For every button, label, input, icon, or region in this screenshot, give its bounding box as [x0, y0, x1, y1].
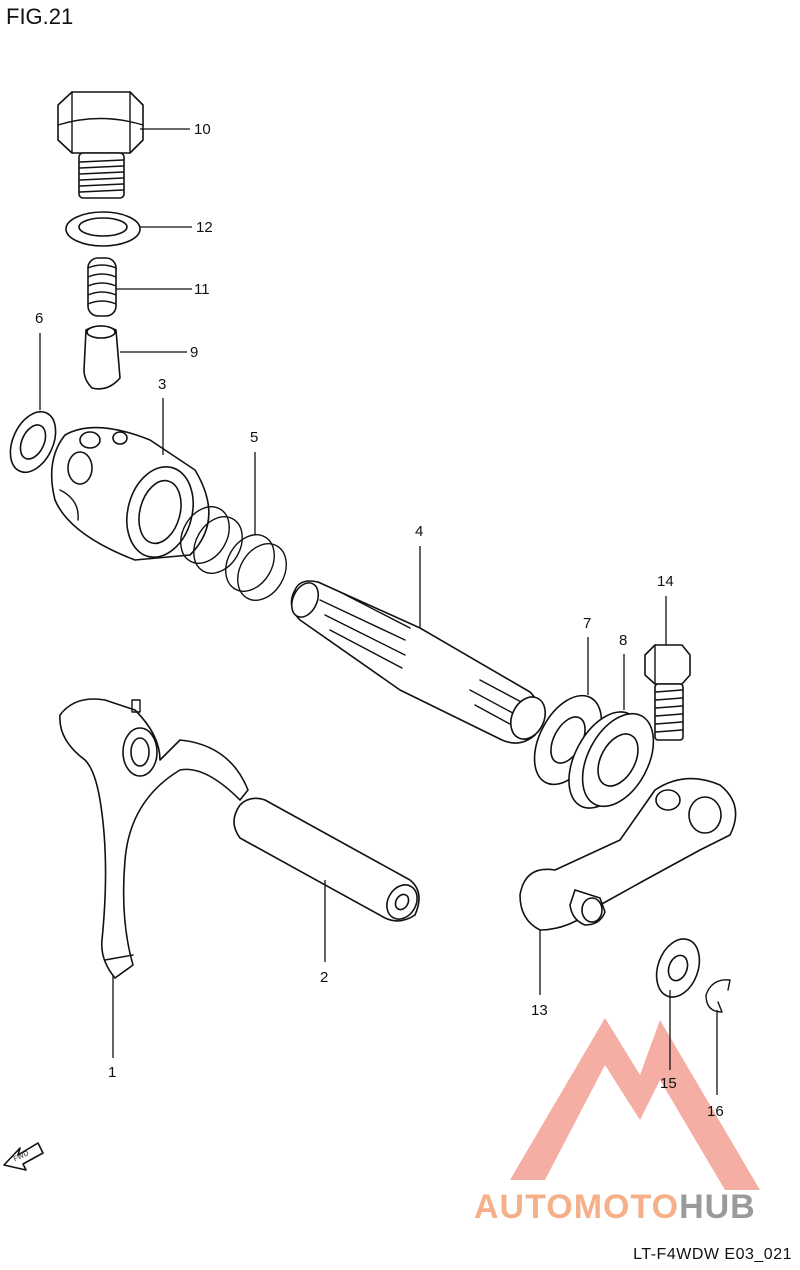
callout-9: 9: [190, 344, 198, 361]
watermark-text-a: AUTOMOTO: [474, 1188, 680, 1226]
callout-3: 3: [158, 376, 166, 393]
callout-13: 13: [531, 1002, 548, 1019]
part-11-spring: [87, 257, 117, 317]
part-6-washer: [9, 410, 57, 474]
callout-7: 7: [583, 615, 591, 632]
fwd-arrow-icon: FWD: [3, 1142, 44, 1171]
callout-8: 8: [619, 632, 627, 649]
part-3-cam: [50, 426, 210, 561]
watermark-text: AUTOMOTOHUB: [474, 1188, 756, 1227]
callout-14: 14: [657, 573, 674, 590]
callout-16: 16: [707, 1103, 724, 1120]
part-8-nut: [568, 711, 655, 809]
callout-15: 15: [660, 1075, 677, 1092]
part-16-clip: [705, 979, 731, 1013]
part-5-springs: [180, 506, 287, 601]
callout-10: 10: [194, 121, 211, 138]
leader-lines: [39, 128, 718, 1095]
part-14-bolt: [644, 644, 691, 741]
part-10-bolt: [57, 91, 144, 199]
part-1-fork: [59, 698, 249, 979]
watermark-text-b: HUB: [679, 1188, 756, 1226]
callout-2: 2: [320, 969, 328, 986]
callout-4: 4: [415, 523, 423, 540]
part-2-rod: [233, 797, 420, 922]
watermark-logo: [510, 1018, 760, 1190]
part-4-shaft: [290, 580, 547, 744]
part-13-arm: [519, 777, 737, 931]
part-9-pin: [83, 325, 121, 390]
part-12-washer: [65, 211, 141, 247]
callout-labels: 10 12 11 9 6 3 5 4 14 7 8 2 1 13 15 16: [35, 121, 724, 1120]
callout-6: 6: [35, 310, 43, 327]
callout-11: 11: [194, 281, 210, 298]
callout-1: 1: [108, 1064, 116, 1081]
callout-12: 12: [196, 219, 213, 236]
figure-title: FIG.21: [6, 4, 74, 29]
callout-5: 5: [250, 429, 258, 446]
part-15-washer: [655, 938, 701, 998]
figure-code: LT-F4WDW E03_021: [633, 1246, 792, 1263]
